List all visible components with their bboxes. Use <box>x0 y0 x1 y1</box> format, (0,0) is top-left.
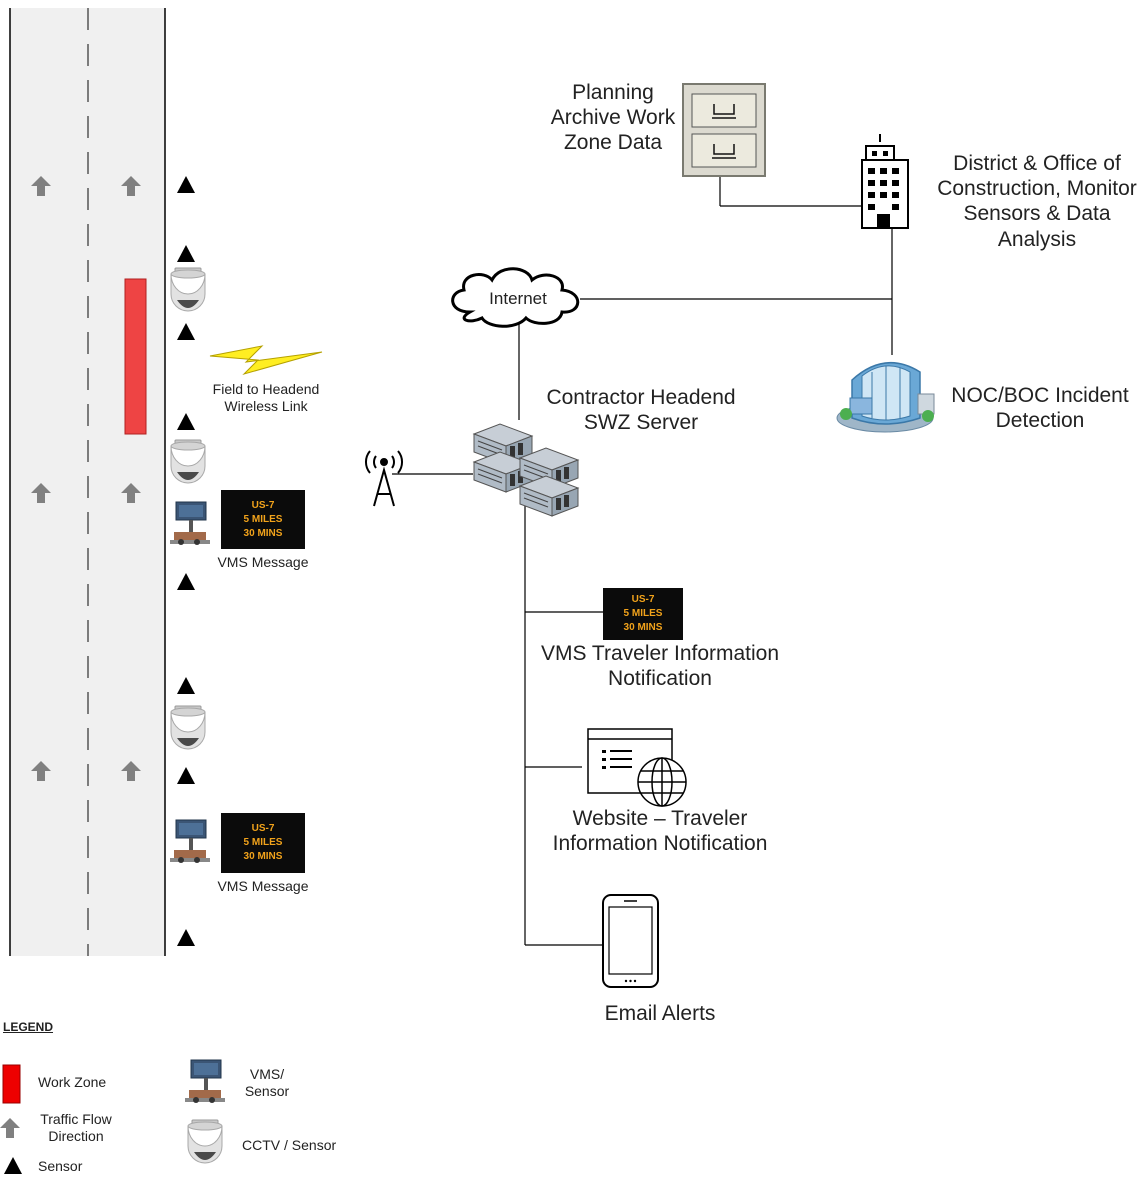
vms-sign-line: US-7 <box>251 499 275 511</box>
internet-label: Internet <box>489 289 547 308</box>
planning-archive-label: Planning Archive Work Zone Data <box>550 81 676 155</box>
vms-sign-line: 30 MINS <box>243 527 283 539</box>
noc-boc-label: NOC/BOC Incident Detection <box>951 384 1129 433</box>
legend-sensor-icon <box>4 1157 22 1174</box>
sensor-triangle-icon <box>177 573 195 590</box>
vms-sign-line: US-7 <box>631 594 655 605</box>
legend-work-zone-swatch <box>2 1064 21 1104</box>
district-office-label: District & Office of Construction, Monit… <box>937 152 1137 251</box>
file-cabinet-icon <box>682 83 766 177</box>
office-building-icon <box>861 134 909 229</box>
vms-sign-line: US-7 <box>251 823 275 834</box>
sensor-triangle-icon <box>177 677 195 694</box>
lightning-bolt-icon <box>209 345 323 376</box>
vms-message-label: VMS Message <box>217 554 309 570</box>
website-traveler-label: Website – Traveler Information Notificat… <box>552 807 768 856</box>
legend-cctv-sensor-label: CCTV / Sensor <box>242 1137 337 1153</box>
vms-sign-line: 30 MINS <box>243 851 283 862</box>
vms-traveler-label: VMS Traveler Information Notification <box>540 642 780 691</box>
sensor-triangle-icon <box>177 767 195 784</box>
sensor-triangle-icon <box>177 245 195 262</box>
wireless-link-label: Field to Headend Wireless Link <box>212 381 320 414</box>
vms-message-label: VMS Message <box>217 878 309 894</box>
cctv-camera-icon <box>170 705 206 750</box>
vms-sign-line: 30 MINS <box>623 622 663 633</box>
cctv-camera-icon <box>170 267 206 312</box>
vms-trailer-icon <box>169 501 211 546</box>
legend-cctv-icon <box>187 1119 223 1164</box>
vms-sign-field-1: US-7 5 MILES 30 MINS <box>221 490 305 549</box>
server-rack-icon <box>473 423 579 517</box>
vms-sign-headend: US-7 5 MILES 30 MINS <box>603 588 683 640</box>
legend-work-zone-label: Work Zone <box>38 1074 107 1090</box>
legend-sensor-label: Sensor <box>38 1158 83 1174</box>
vms-trailer-icon <box>169 819 211 864</box>
headend-server-label: Contractor Headend SWZ Server <box>546 386 736 435</box>
website-globe-icon <box>587 728 687 807</box>
email-alerts-label: Email Alerts <box>604 1002 716 1025</box>
work-zone-marker <box>124 278 147 435</box>
vms-sign-line: 5 MILES <box>623 608 663 619</box>
sensor-triangle-icon <box>177 176 195 193</box>
noc-building-icon <box>836 361 935 433</box>
vms-sign-field-2: US-7 5 MILES 30 MINS <box>221 813 305 873</box>
legend-title: LEGEND <box>3 1020 54 1034</box>
legend-vms-trailer-icon <box>184 1059 226 1104</box>
sensor-triangle-icon <box>177 413 195 430</box>
legend-vms-sensor-label: VMS/ Sensor <box>244 1066 290 1099</box>
sensor-triangle-icon <box>177 929 195 946</box>
sensor-triangle-icon <box>177 323 195 340</box>
connection-lines <box>392 176 893 946</box>
vms-sign-line: 5 MILES <box>243 837 283 848</box>
cloud-icon <box>451 267 580 328</box>
vms-sign-line: 5 MILES <box>243 513 283 525</box>
smartphone-icon <box>602 894 659 988</box>
cctv-camera-icon <box>170 439 206 484</box>
legend-traffic-flow-label: Traffic Flow Direction <box>40 1111 112 1144</box>
legend-traffic-arrow-icon <box>0 1118 20 1138</box>
antenna-icon <box>365 450 403 507</box>
